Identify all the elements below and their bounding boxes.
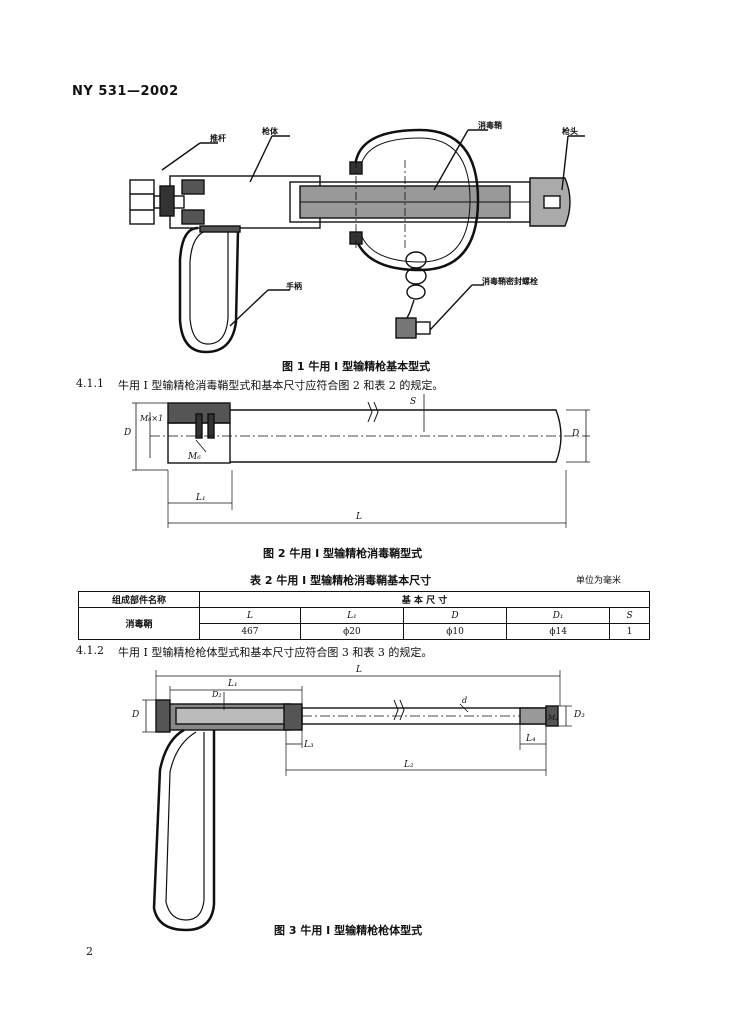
dim-d-right: D bbox=[572, 429, 580, 439]
table-cell-l: 467 bbox=[199, 623, 301, 640]
dim-fig3-small-d: d bbox=[462, 696, 468, 705]
figure-2-caption: 图 2 牛用 I 型输精枪消毒鞘型式 bbox=[263, 547, 423, 560]
figure-1-caption: 图 1 牛用 I 型输精枪基本型式 bbox=[282, 360, 431, 373]
label-sterile-sheath: 消毒鞘 bbox=[478, 121, 502, 130]
dim-m6: M₆ bbox=[188, 452, 201, 462]
dim-l1: L₁ bbox=[196, 493, 206, 503]
paragraph-4-1-2: 牛用 I 型输精枪枪体型式和基本尺寸应符合图 3 和表 3 的规定。 bbox=[118, 646, 433, 659]
dim-fig3-l: L bbox=[356, 665, 362, 675]
dim-fig3-l3: L₃ bbox=[304, 740, 314, 750]
label-sheath-seal-bolt: 消毒鞘密封螺栓 bbox=[482, 277, 538, 286]
table-cell-component-name: 消毒鞘 bbox=[78, 607, 200, 640]
dim-m6x1: M₆×1 bbox=[140, 414, 164, 423]
figure-3-caption: 图 3 牛用 I 型输精枪枪体型式 bbox=[274, 924, 423, 937]
standard-number: NY 531—2002 bbox=[72, 84, 179, 99]
table-cell-d: ϕ10 bbox=[402, 623, 508, 640]
label-gun-body: 枪体 bbox=[262, 127, 278, 136]
table-cell-s: 1 bbox=[609, 623, 650, 640]
table-2-unit: 单位为毫米 bbox=[576, 576, 622, 586]
dim-s: S bbox=[410, 397, 417, 407]
section-number-4-1-1: 4.1.1 bbox=[76, 377, 104, 390]
dim-fig3-l2: L₂ bbox=[404, 760, 414, 770]
table-2-title: 表 2 牛用 I 型输精枪消毒鞘基本尺寸 bbox=[250, 574, 432, 587]
table-cell-d1: ϕ14 bbox=[506, 623, 611, 640]
section-number-4-1-2: 4.1.2 bbox=[76, 644, 104, 657]
dim-fig3-l1: L₁ bbox=[228, 679, 238, 689]
paragraph-4-1-1: 牛用 I 型输精枪消毒鞘型式和基本尺寸应符合图 2 和表 2 的规定。 bbox=[118, 379, 444, 392]
dim-fig3-l4: L₄ bbox=[526, 734, 536, 744]
dim-fig3-d2: D₂ bbox=[212, 690, 222, 699]
dim-l: L bbox=[356, 512, 362, 522]
dim-d-left: D bbox=[124, 428, 132, 438]
dim-fig3-d3: D₃ bbox=[574, 710, 585, 720]
table-2: 组成部件名称 基 本 尺 寸 消毒鞘 L L₁ D D₁ S 467 ϕ20 ϕ… bbox=[78, 591, 650, 640]
label-handle: 手柄 bbox=[286, 282, 302, 291]
dim-fig3-m6: M₆ bbox=[548, 714, 558, 722]
page-number: 2 bbox=[86, 945, 93, 958]
label-gun-head: 枪头 bbox=[562, 127, 578, 136]
table-cell-l1: ϕ20 bbox=[299, 623, 404, 640]
dim-fig3-d: D bbox=[132, 710, 140, 720]
label-push-rod: 推杆 bbox=[210, 134, 226, 143]
